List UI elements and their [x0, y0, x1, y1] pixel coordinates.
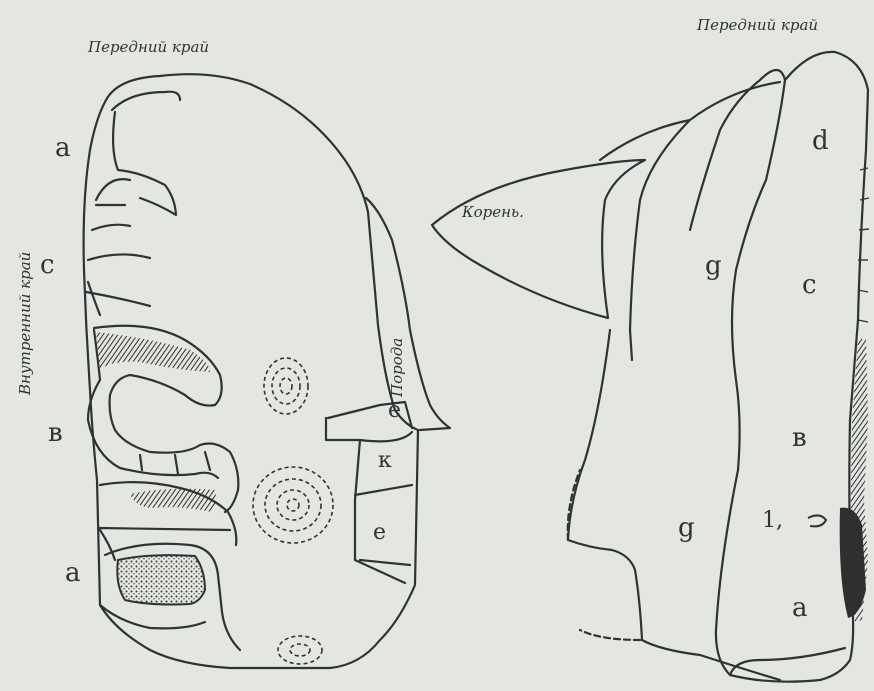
left-rock-label: Порода	[390, 338, 405, 397]
left-side-label: Внутренний край	[18, 252, 33, 395]
left-top-lobe-inner	[113, 112, 176, 215]
left-letter-b: в	[48, 420, 63, 446]
right-small-hook	[808, 515, 826, 526]
left-rings	[253, 358, 333, 664]
left-letter-e-bottom: е	[373, 522, 386, 544]
right-g-band	[600, 82, 780, 360]
left-top-label: Передний край	[88, 40, 209, 55]
right-mark-1: 1,	[762, 510, 783, 532]
right-g-lower	[568, 330, 780, 680]
left-letter-k: к	[378, 450, 392, 472]
right-top-label: Передний край	[697, 18, 818, 33]
left-top-lobe	[112, 92, 180, 110]
left-letter-a-bottom: a	[65, 560, 81, 586]
left-c-band	[86, 254, 150, 315]
left-notch	[92, 179, 130, 230]
left-stippled-block	[117, 555, 205, 604]
right-letter-c: c	[802, 272, 817, 298]
right-figure	[432, 52, 868, 682]
right-letter-g-top: g	[705, 253, 722, 279]
right-root	[432, 160, 645, 318]
right-root-label: Корень.	[462, 205, 524, 220]
left-hatched-mass-1	[96, 332, 210, 372]
left-ek-boxes	[326, 402, 412, 583]
right-letter-g-bottom: g	[678, 515, 695, 541]
right-g-dashed	[568, 470, 640, 640]
left-letter-e-top: е	[388, 400, 401, 422]
left-hatched-mass-2	[130, 489, 216, 512]
right-letter-a: a	[792, 595, 808, 621]
left-letter-c: c	[40, 252, 55, 278]
left-letter-a-top: a	[55, 135, 71, 161]
left-mid-lines	[140, 452, 210, 474]
right-letter-d: d	[812, 128, 829, 154]
right-letter-b: в	[792, 425, 807, 451]
